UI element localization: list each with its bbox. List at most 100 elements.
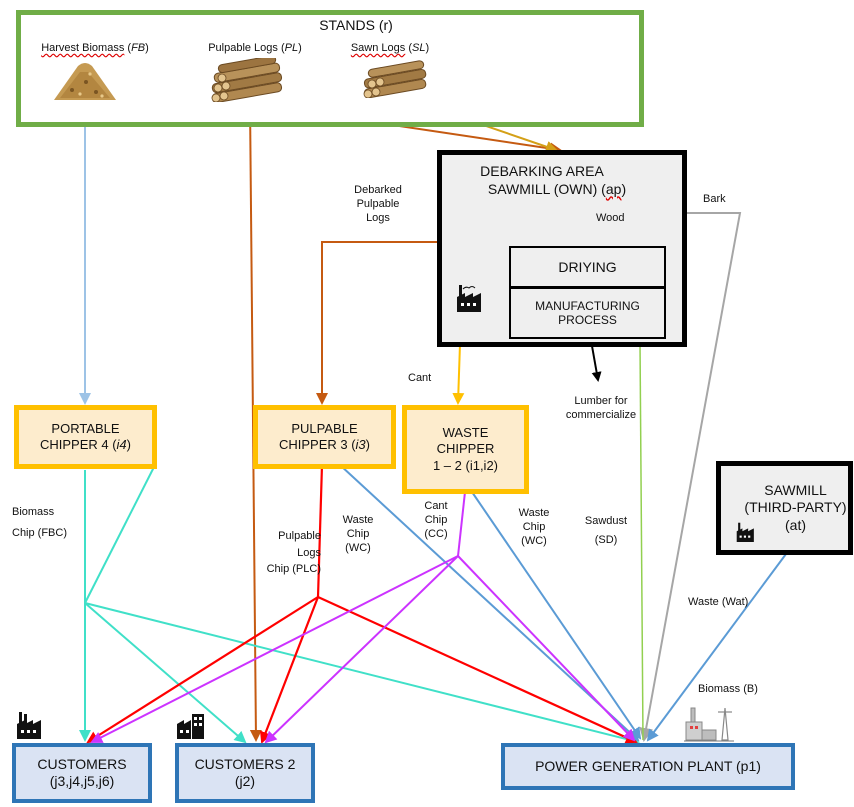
- factory-icon: [177, 714, 204, 739]
- third-party-line3: (at): [785, 516, 806, 533]
- pulpable-chipper-box: PULPABLE CHIPPER 3 (i3): [253, 405, 396, 469]
- portable-code: i4: [116, 437, 127, 452]
- debarking-line1: DEBARKING AREA: [480, 163, 604, 179]
- biomass-b-label: Biomass (B): [698, 683, 758, 695]
- cc-line2: Chip: [424, 513, 448, 526]
- plc-label: Pulpable Logs Chip (PLC): [253, 528, 321, 578]
- wc1-line2: Chip: [346, 527, 370, 540]
- cc-line1: Cant: [424, 500, 448, 512]
- flow-lumber: [591, 345, 602, 382]
- pulpable-chipper-line2-text: CHIPPER 3 (: [278, 437, 356, 452]
- plc-line2: Logs: [297, 546, 321, 559]
- flow-wc-waste-to-power: [471, 491, 642, 740]
- flow-sawdust: [639, 341, 644, 741]
- flow-third-party-waste: [646, 553, 787, 742]
- flow-cant: [452, 343, 465, 405]
- biomass-chip-line2: Chip (FBC): [12, 526, 68, 539]
- wc2-line2: Chip: [522, 520, 546, 533]
- power-plant-box: POWER GENERATION PLANT (p1): [501, 743, 795, 790]
- factory-icon: [457, 285, 481, 312]
- wc1-line1: Waste: [342, 514, 374, 526]
- pulpable-logs-name: Pulpable Logs: [208, 42, 278, 54]
- flow-plc-trunk: [316, 464, 324, 598]
- wc1-line3: (WC): [345, 541, 371, 554]
- flow-cc-customers2: [264, 555, 459, 744]
- third-party-line1: SAWMILL: [764, 481, 827, 498]
- flow-bark: [639, 212, 742, 742]
- harvest-biomass-label: Harvest Biomass (FB): [41, 42, 149, 54]
- lumber-line2: commercialize: [565, 408, 637, 421]
- cc-line3: (CC): [424, 527, 448, 540]
- portable-line2: CHIPPER 4 (i4): [40, 437, 131, 453]
- flow-cc-power: [457, 555, 636, 742]
- flow-plc-customers2: [260, 596, 320, 744]
- wc2-line1: Waste: [518, 507, 550, 519]
- sawdust-line1: Sawdust: [584, 515, 628, 527]
- wood-chip-pile-icon: [54, 63, 116, 100]
- sawn-logs-label: Sawn Logs (SL): [350, 42, 430, 54]
- waste-chip-label: Waste Chip (WC): [337, 514, 379, 555]
- customers1-line2: (j3,j4,j5,j6): [49, 773, 115, 789]
- cant-chip-label: Cant Chip (CC): [416, 500, 456, 541]
- harvest-biomass-name: Harvest Biomass: [41, 42, 125, 54]
- debarked-line1: Debarked: [354, 184, 402, 196]
- biomass-chip-line1: Biomass: [12, 506, 55, 518]
- manufacturing-line1: MANUFACTURING: [535, 299, 640, 313]
- pulpable-chipper-code: i3: [355, 437, 366, 452]
- sawn-logs-code: SL: [412, 42, 426, 54]
- flow-plc-power: [317, 595, 638, 744]
- customers2-box: CUSTOMERS 2 (j2): [175, 743, 315, 803]
- pulpable-chipper-line1: PULPABLE: [291, 420, 358, 436]
- sawn-logs-name: Sawn Logs: [350, 42, 406, 54]
- third-party-line2: (THIRD-PARTY): [744, 499, 847, 516]
- customers2-line1: CUSTOMERS 2: [194, 755, 296, 772]
- flow-wc-pulpable-to-power: [339, 464, 640, 742]
- stands-title: STANDS (r): [319, 17, 393, 33]
- biomass-chip-label: Biomass Chip (FBC): [12, 502, 82, 544]
- flow-portable-to-junction: [84, 466, 155, 604]
- flow-biomass-chip-customers2: [84, 602, 247, 744]
- flow-debarked-to-pulpable-chipper: [316, 241, 437, 405]
- flow-cc-trunk: [457, 491, 466, 557]
- factory-icon: [736, 522, 754, 542]
- pulpable-logs-label: Pulpable Logs (PL): [208, 42, 302, 54]
- wood-label: Wood: [596, 212, 625, 224]
- pulpable-logs-code: PL: [284, 42, 299, 54]
- sawdust-line2: (SD): [594, 533, 618, 546]
- pulpable-chipper-close: ): [365, 437, 371, 452]
- power-plant-icon: [684, 707, 734, 742]
- sawdust-label: Sawdust (SD): [576, 512, 636, 549]
- bark-label: Bark: [703, 193, 726, 205]
- portable-chipper-box: PORTABLE CHIPPER 4 (i4): [14, 405, 157, 469]
- plc-line3: Chip (PLC): [266, 563, 321, 575]
- manufacturing-box: MANUFACTURING PROCESS: [509, 287, 666, 339]
- customers1-line1: CUSTOMERS: [37, 755, 127, 772]
- stands-box: [16, 10, 644, 127]
- waste-chipper-box: WASTE CHIPPER 1 – 2 (i1,i2): [402, 405, 529, 494]
- factory-icon: [17, 712, 41, 739]
- debarked-pulpable-logs-label: Debarked Pulpable Logs: [338, 184, 418, 225]
- waste-chip-label: Waste Chip (WC): [512, 507, 556, 548]
- wc2-line3: (WC): [521, 534, 547, 547]
- log-pile-icon: [363, 60, 427, 98]
- log-pile-icon: [211, 58, 283, 102]
- portable-line1: PORTABLE: [51, 420, 120, 436]
- harvest-biomass-code: FB: [131, 42, 146, 54]
- debarked-line3: Logs: [366, 211, 390, 224]
- portable-line2-text: CHIPPER 4 (: [39, 437, 117, 452]
- flow-plc-customers1: [86, 596, 319, 744]
- debarking-line2: SAWMILL (OWN) (ap): [487, 180, 627, 197]
- debarked-line2: Pulpable: [356, 197, 400, 210]
- waste-chipper-line1: WASTE: [442, 425, 489, 441]
- pulpable-chipper-line2: CHIPPER 3 (i3): [279, 437, 370, 453]
- portable-close: ): [126, 437, 132, 452]
- waste-wat-label: Waste (Wat): [688, 596, 749, 608]
- manufacturing-line2: PROCESS: [558, 313, 617, 327]
- waste-chipper-line3: 1 – 2 (i1,i2): [432, 457, 499, 473]
- flow-biomass-chip-power: [84, 602, 640, 746]
- flow-cc-customers1: [90, 555, 459, 743]
- customers2-line2: (j2): [234, 773, 256, 789]
- waste-chipper-line2: CHIPPER: [436, 441, 495, 457]
- cant-label: Cant: [408, 372, 432, 384]
